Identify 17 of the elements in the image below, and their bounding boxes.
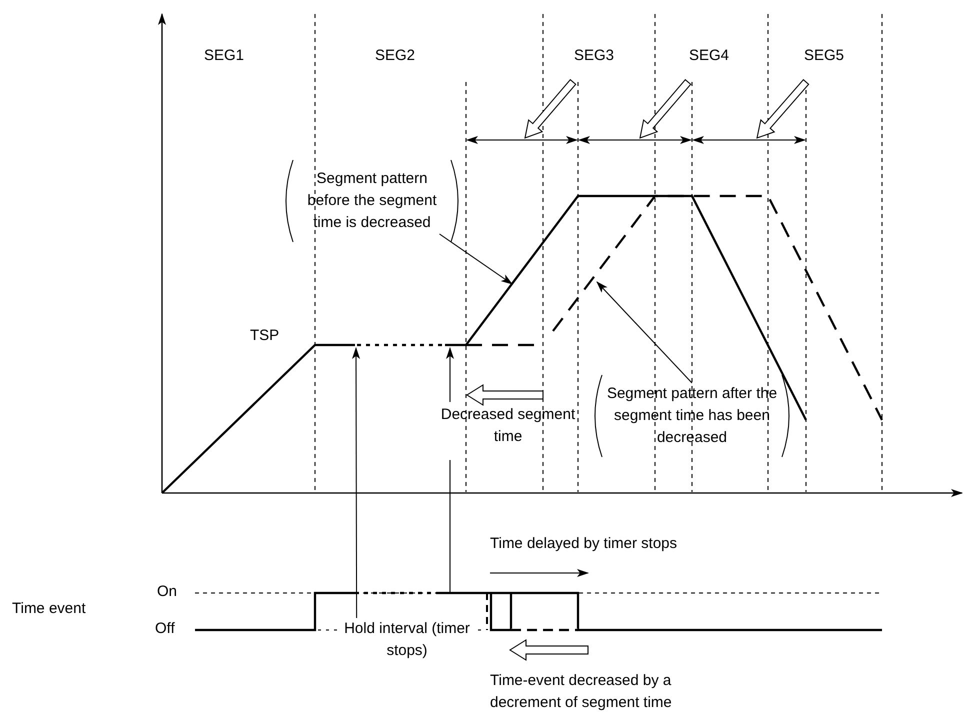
level-label: TSP <box>250 326 280 346</box>
leader-line <box>596 281 692 384</box>
segment-label: SEG2 <box>375 46 416 66</box>
annotation-text: Time delayed by timer stops <box>490 534 678 554</box>
annotation-text: Decreased segment time <box>440 405 576 447</box>
leader-line <box>439 234 513 285</box>
annotation-text: Hold interval (timer stops) <box>344 618 470 662</box>
signal-label: Time event <box>12 599 86 619</box>
segment-label: SEG4 <box>689 46 730 66</box>
state-label: Off <box>155 619 175 639</box>
annotation-text: Segment pattern after the segment time has been decreased <box>606 383 778 449</box>
leader-line <box>352 347 360 618</box>
state-label: On <box>157 582 178 602</box>
segment-label: SEG3 <box>574 46 614 66</box>
segment-label: SEG1 <box>204 46 244 66</box>
annotation-text: Time-event decreased by a decrement of segment time <box>490 671 673 713</box>
segment-label: SEG5 <box>804 46 844 66</box>
